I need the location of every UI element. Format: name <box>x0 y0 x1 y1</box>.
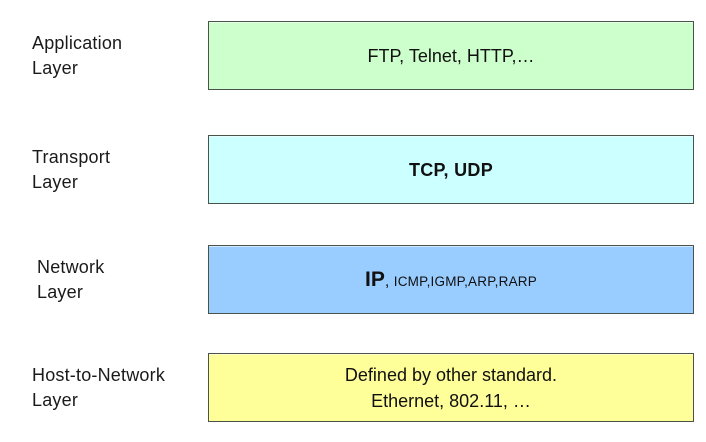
layer-label-transport: Transport Layer <box>32 145 204 195</box>
layer-label-line: Transport <box>32 146 111 167</box>
layer-box-application: FTP, Telnet, HTTP,… <box>208 21 694 90</box>
layer-label-line: Layer <box>32 57 79 78</box>
layer-label-application: Application Layer <box>32 31 204 81</box>
layer-label-line: Layer <box>32 389 79 410</box>
layer-label-line: Network <box>37 256 105 277</box>
layer-box-text-line1: Defined by other standard. <box>344 364 558 385</box>
layer-label-line: Host-to-Network <box>32 364 166 385</box>
layer-label-line: Layer <box>32 171 79 192</box>
layer-label-line: Layer <box>37 281 84 302</box>
ip-protocol-text: IP <box>365 267 385 291</box>
layer-box-text: FTP, Telnet, HTTP,… <box>367 45 535 66</box>
layer-row-transport: Transport Layer TCP, UDP <box>0 135 706 204</box>
layer-box-host-to-network: Defined by other standard. Ethernet, 802… <box>208 353 694 422</box>
layer-box-text-line2: Ethernet, 802.11, … <box>371 390 531 411</box>
secondary-protocols-text: ICMP,IGMP,ARP,RARP <box>393 273 537 289</box>
layer-box-text: TCP, UDP <box>408 159 494 180</box>
layer-box-network: IP, ICMP,IGMP,ARP,RARP <box>208 245 694 314</box>
layer-box-text: IP, ICMP,IGMP,ARP,RARP <box>365 268 537 292</box>
layer-label-network: Network Layer <box>37 255 209 305</box>
layer-box-transport: TCP, UDP <box>208 135 694 204</box>
layer-row-host-to-network: Host-to-Network Layer Defined by other s… <box>0 353 706 422</box>
layer-row-application: Application Layer FTP, Telnet, HTTP,… <box>0 21 706 90</box>
layer-row-network: Network Layer IP, ICMP,IGMP,ARP,RARP <box>0 245 706 314</box>
ip-separator-text: , <box>384 272 394 290</box>
layer-label-line: Application <box>32 32 123 53</box>
layer-label-host-to-network: Host-to-Network Layer <box>32 363 204 413</box>
